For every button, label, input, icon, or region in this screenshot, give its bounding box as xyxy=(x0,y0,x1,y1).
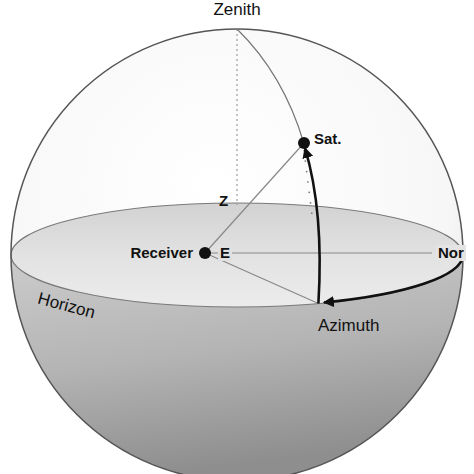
receiver-label: Receiver xyxy=(130,245,193,262)
azimuth-label: Azimuth xyxy=(318,317,379,336)
azimuth-arrow xyxy=(324,255,463,303)
meridian-arc xyxy=(237,29,304,143)
satellite-dot xyxy=(298,137,310,149)
sphere-outline xyxy=(11,29,463,474)
zenith-axis xyxy=(237,29,238,205)
satellite-label: Sat. xyxy=(314,131,342,148)
elevation-label: E xyxy=(218,245,232,262)
lower-hemisphere xyxy=(11,203,463,474)
zenith-angle-label: Z xyxy=(219,193,228,210)
horizon-plane xyxy=(11,203,463,307)
elevation-arrow xyxy=(305,148,320,304)
receiver-dot xyxy=(199,247,211,259)
zenith-label: Zenith xyxy=(213,1,260,20)
north-label: Nor xyxy=(436,245,466,262)
line-of-sight xyxy=(205,143,304,253)
sphere-fill xyxy=(11,29,463,474)
